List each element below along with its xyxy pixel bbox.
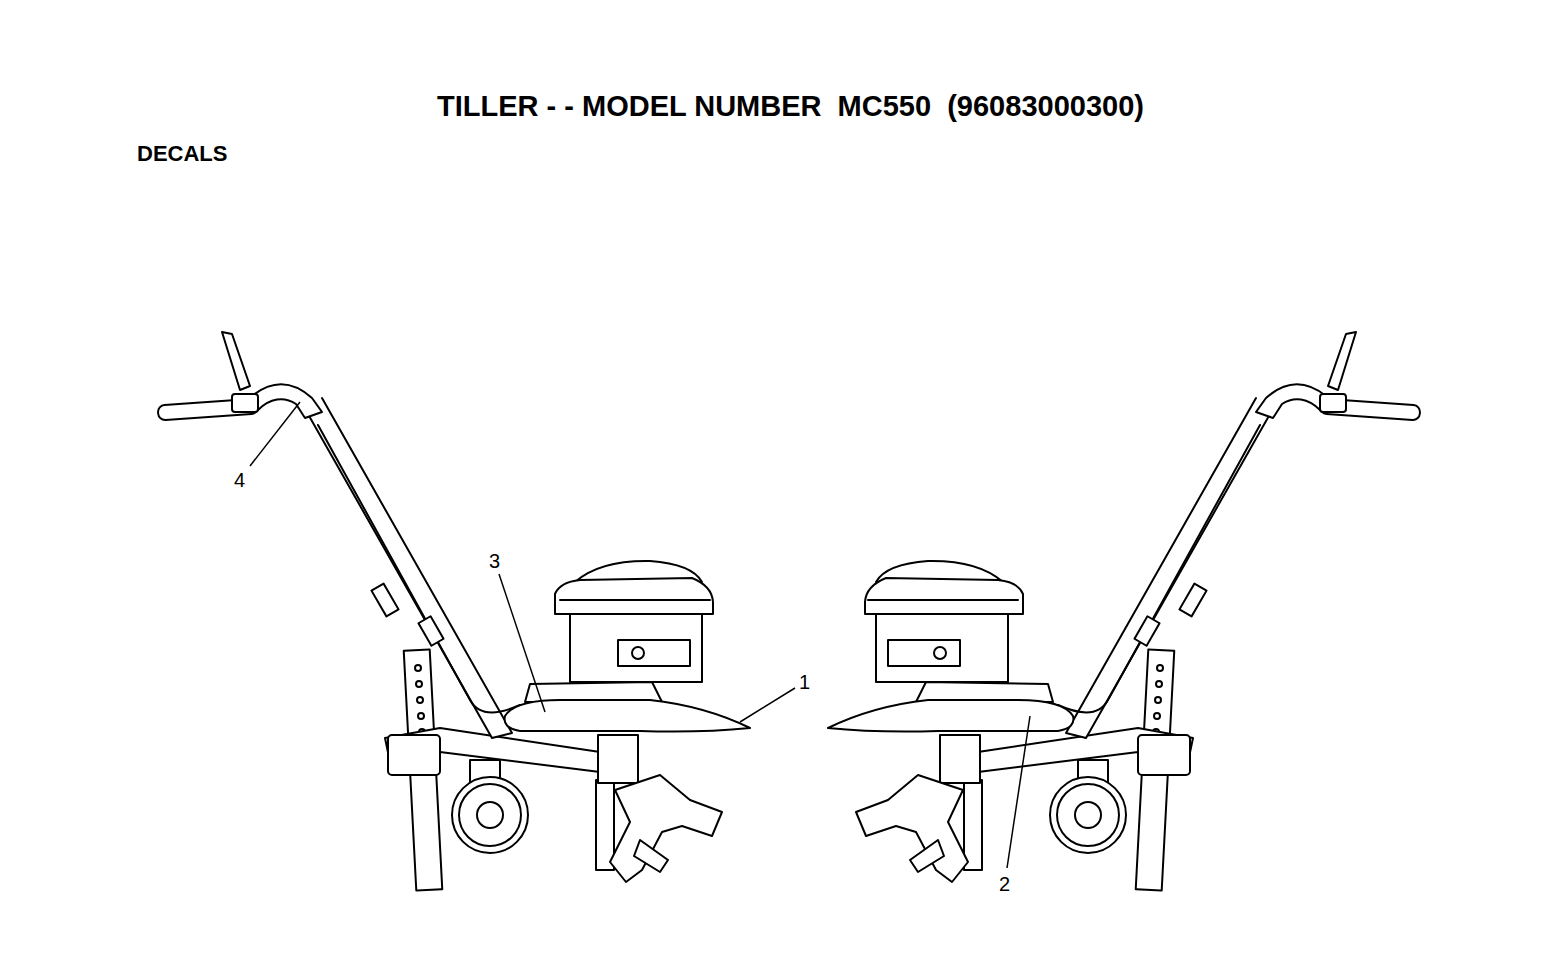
- leader-line: [250, 402, 300, 466]
- tiller-right-view: [828, 332, 1420, 891]
- callout-number: 2: [999, 874, 1010, 894]
- section-heading: DECALS: [137, 143, 227, 165]
- callout-number: 3: [489, 551, 500, 571]
- callout-number: 1: [799, 672, 810, 692]
- callout-number: 4: [234, 470, 245, 490]
- leader-lines: [250, 402, 1030, 868]
- tiller-left-view: [158, 332, 750, 891]
- leader-line: [1007, 716, 1030, 868]
- leader-line: [499, 574, 545, 712]
- diagram-title: TILLER - - MODEL NUMBER MC550 (960830003…: [437, 92, 1144, 121]
- leader-line: [740, 688, 795, 722]
